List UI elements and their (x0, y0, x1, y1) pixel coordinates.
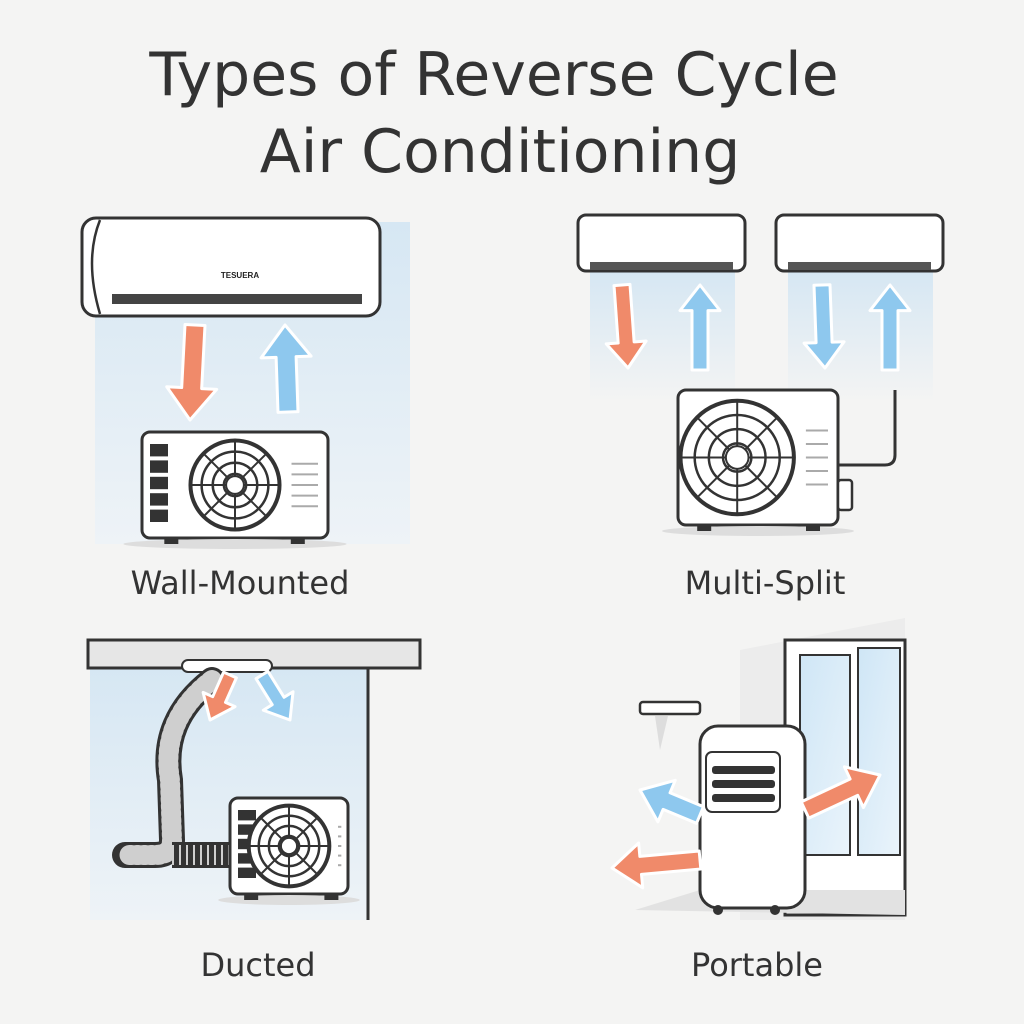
label-multi-split: Multi-Split (685, 564, 846, 602)
brand-label: TESUERA (221, 271, 259, 280)
warm-air-arrow (201, 670, 238, 722)
wall-unit-shadow (655, 716, 668, 750)
panel-ducted: Ducted (86, 638, 422, 984)
warm-air-arrow (165, 322, 219, 422)
airflow-zone (590, 272, 735, 402)
cool-air-arrow (868, 283, 912, 372)
label-ducted: Ducted (200, 946, 315, 984)
panel-wall-mounted: TESUERA Wall-Mounted (80, 216, 410, 602)
label-wall-mounted: Wall-Mounted (131, 564, 350, 602)
cool-air-arrow (638, 778, 705, 825)
window-pane (857, 647, 901, 856)
wall-unit (638, 700, 702, 716)
window-pane (799, 654, 851, 856)
ceiling-vent (181, 659, 273, 673)
indoor-unit: TESUERA (80, 216, 382, 318)
cool-air-arrow (259, 323, 313, 414)
refrigerant-pipe (838, 390, 897, 467)
warm-air-arrow (610, 841, 703, 890)
warm-air-arrow (799, 765, 882, 820)
outdoor-unit (218, 796, 360, 905)
airflow-arrows (201, 669, 295, 722)
title-line-1: Types of Reverse Cycle (148, 40, 838, 110)
portable-unit (698, 724, 807, 915)
panel-multi-split: Multi-Split (576, 213, 945, 602)
panel-portable: Portable (610, 618, 907, 984)
outdoor-unit (123, 430, 347, 549)
label-portable: Portable (691, 946, 823, 984)
cool-air-arrow (678, 283, 722, 372)
flexible-duct (115, 670, 222, 865)
outdoor-unit (662, 388, 854, 536)
airflow-arrows (610, 765, 882, 890)
airflow-zone (788, 272, 933, 402)
indoor-unit-2 (774, 213, 945, 273)
cool-air-arrow (802, 283, 846, 370)
airflow-arrows (165, 322, 313, 422)
indoor-unit-1 (576, 213, 747, 273)
airflow-arrows (604, 282, 912, 372)
cool-air-arrow (254, 669, 295, 722)
warm-air-arrow (604, 282, 648, 370)
title-line-2: Air Conditioning (260, 117, 741, 187)
